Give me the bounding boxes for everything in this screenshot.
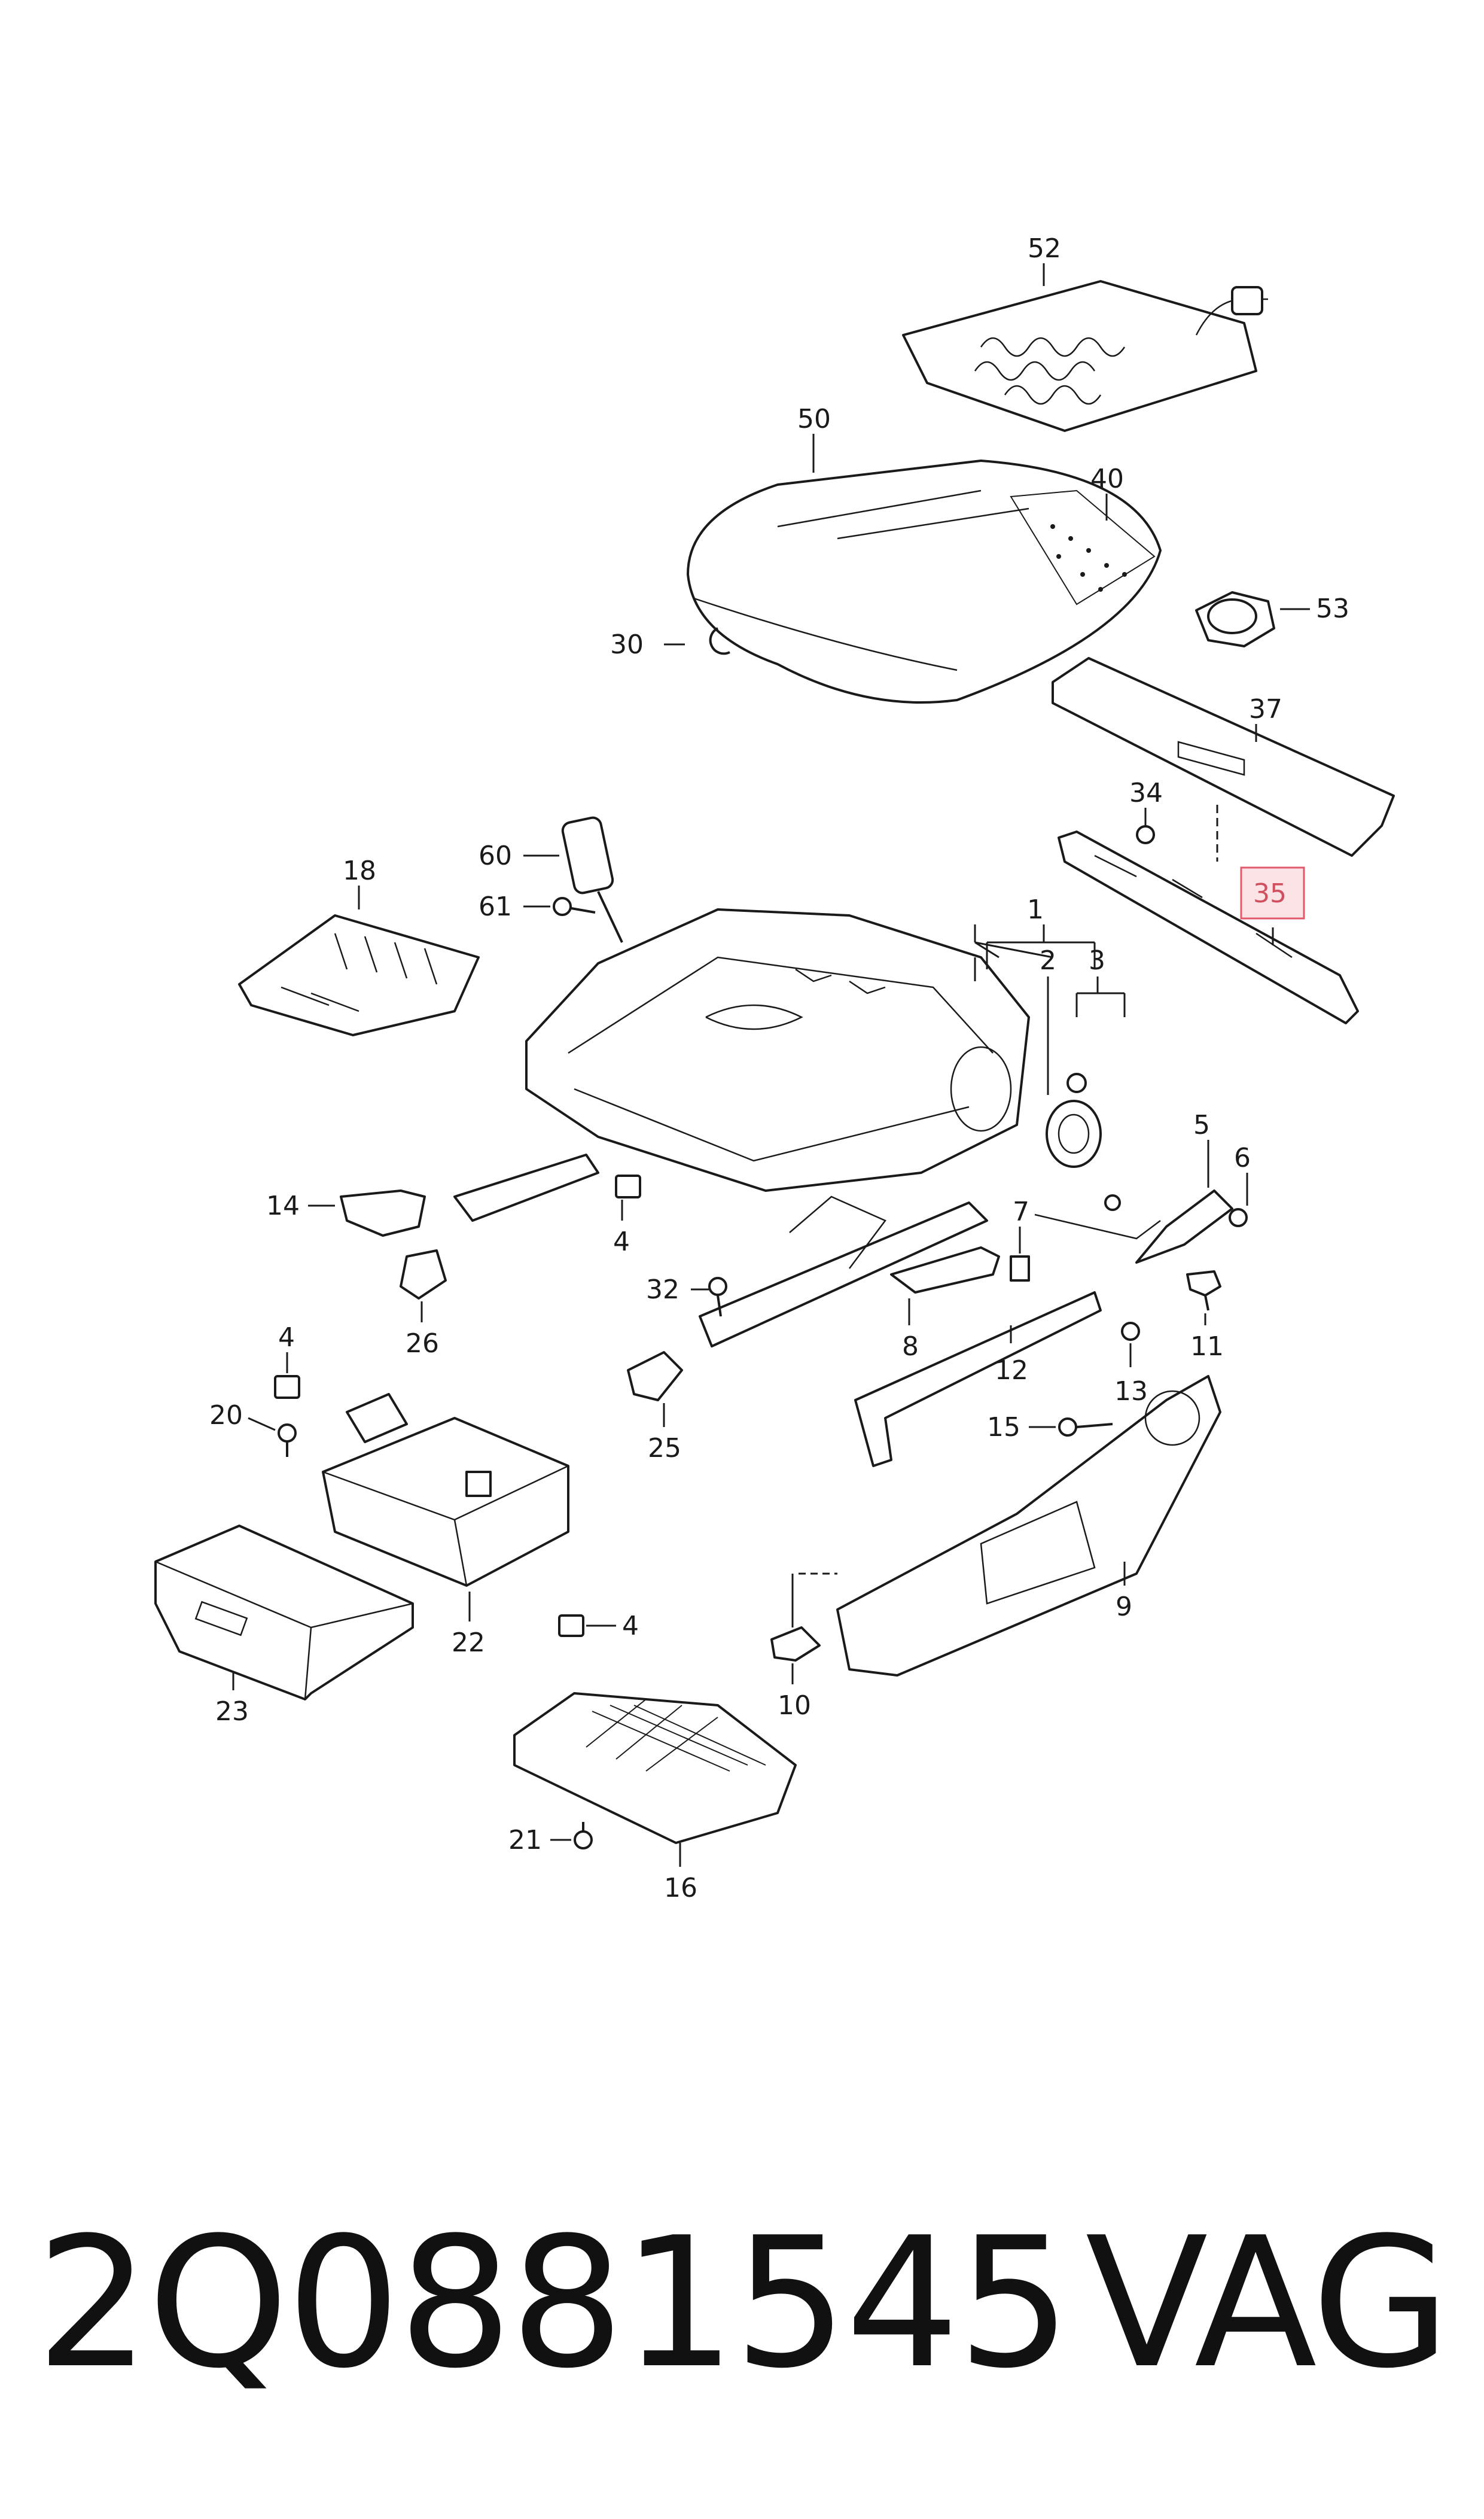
part-53-switch [1195,591,1275,647]
callout-3: 3 [1089,945,1105,976]
part-61-bolt [553,897,596,916]
callout-25: 25 [648,1433,681,1464]
part-6-screw [1229,1208,1248,1227]
part-25-bracket [627,1351,683,1401]
part-11-screw [1186,1270,1221,1311]
main-seat-frame [453,908,1030,1347]
part-18-seat-mat [238,914,480,1036]
part-4-clip-a [615,1175,641,1198]
part-12-wire-frame [854,1291,1102,1467]
callout-60: 60 [479,841,512,871]
part-21-screw [574,1822,593,1849]
callout-15: 15 [987,1412,1020,1443]
part-4-clip-b [274,1375,300,1399]
callout-4a: 4 [613,1227,630,1257]
part-20-screw [278,1423,297,1457]
part-35-bracket [1058,830,1359,1024]
part-10-clip [770,1626,821,1662]
part-15-screw [1058,1417,1113,1437]
callout-9: 9 [1116,1592,1132,1622]
callout-4b: 4 [278,1322,295,1353]
part-13-screw [1121,1322,1140,1341]
part-22-storage-frame [322,1393,569,1587]
callout-5: 5 [1193,1110,1210,1140]
part-23-drawer [154,1525,414,1700]
callout-10: 10 [778,1690,811,1721]
part-5-adjust-lever [1034,1189,1233,1264]
callout-34: 34 [1129,778,1163,808]
part-7-clip [1010,1255,1030,1282]
callout-26: 26 [406,1328,439,1359]
callout-7: 7 [1013,1197,1029,1227]
part-14-release-handle [340,1189,426,1237]
callout-16: 16 [664,1873,697,1903]
callout-4c: 4 [622,1611,639,1641]
callout-61: 61 [479,892,512,922]
part-8-cover [890,1246,1000,1294]
callout-35: 35 [1253,878,1287,909]
part-2-pump-knob [1046,1073,1121,1211]
part-30-clip [709,627,730,655]
part-34-screw [1136,825,1155,844]
part-9-side-trim [836,1375,1221,1677]
part-32-bolt [708,1277,727,1317]
callout-14: 14 [266,1191,300,1221]
callout-1: 1 [1027,895,1044,925]
callout-2: 2 [1040,945,1056,976]
part-37-trim-panel [1052,657,1395,857]
part-60-belt-buckle [561,816,623,943]
part-4-clip-c [558,1614,584,1637]
callout-20: 20 [209,1400,243,1431]
callout-40: 40 [1090,464,1124,494]
callout-52: 52 [1028,233,1061,264]
callout-6: 6 [1234,1143,1251,1173]
part-50-seat-cushion [687,460,1162,704]
brand-label: VAG [1085,2199,1451,2408]
part-16-tray [513,1692,797,1844]
highlight-box-35 [1240,866,1305,920]
callout-53: 53 [1316,594,1349,624]
callout-8: 8 [902,1331,919,1362]
part-number: 2Q0881545 [36,2199,1071,2408]
callout-21: 21 [508,1825,542,1855]
part-52-heating-mat [902,280,1268,432]
callout-18: 18 [343,856,376,886]
callout-13: 13 [1114,1376,1148,1407]
callout-22: 22 [452,1627,485,1658]
callout-32: 32 [646,1274,679,1305]
callout-11: 11 [1190,1331,1224,1362]
callout-12: 12 [995,1355,1028,1386]
part-26-bracket [400,1249,447,1300]
callout-37: 37 [1249,694,1282,725]
callout-30: 30 [610,629,644,660]
callout-50: 50 [797,404,831,434]
callout-23: 23 [215,1696,249,1727]
part-40-foam-insert [1050,524,1127,592]
